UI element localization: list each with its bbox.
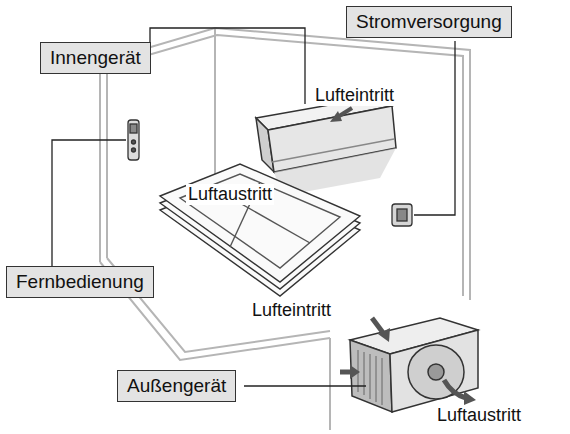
callout-box: Fernbedienung bbox=[6, 266, 154, 298]
airflow-label: Luftaustritt bbox=[186, 184, 274, 205]
callout-box: Außengerät bbox=[117, 370, 236, 402]
part-name: Fernbedienung bbox=[16, 271, 144, 293]
airflow-label: Lufteintritt bbox=[250, 300, 333, 321]
part-name: Stromversorgung bbox=[356, 11, 502, 33]
part-name: Außengerät bbox=[127, 375, 226, 397]
airflow-label: Lufteintritt bbox=[313, 85, 396, 106]
part-name: Innengerät bbox=[50, 47, 141, 69]
airflow-label: Luftaustritt bbox=[435, 405, 523, 426]
callout-box: Stromversorgung bbox=[346, 6, 512, 38]
callout-box: Innengerät bbox=[40, 42, 151, 74]
